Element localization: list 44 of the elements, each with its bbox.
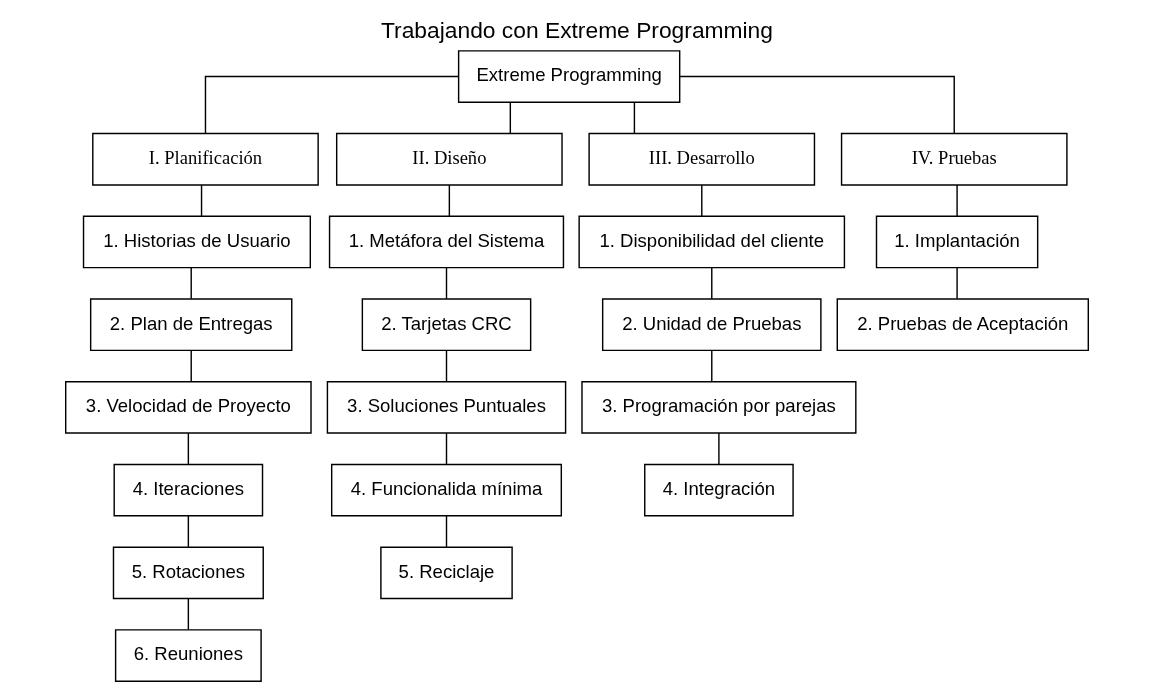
node-box: 1. Disponibilidad del cliente <box>577 215 845 269</box>
connector <box>445 515 447 548</box>
connector <box>955 184 958 217</box>
connector <box>445 432 447 465</box>
connector <box>717 432 720 465</box>
node-box: 1. Historias de Usuario <box>82 215 311 269</box>
diagram-title: Trabajando con Extreme Programming <box>380 16 773 43</box>
connector <box>509 101 511 134</box>
node-box: 4. Funcionalida mínima <box>330 463 562 517</box>
node-box: 2. Tarjetas CRC <box>361 298 531 352</box>
node-box: 5. Reciclaje <box>379 546 513 600</box>
node-box: 5. Rotaciones <box>112 546 264 600</box>
node-box: 3. Velocidad de Proyecto <box>64 381 312 434</box>
connector <box>710 349 712 383</box>
node-box: 1. Metáfora del Sistema <box>328 215 564 269</box>
connector <box>187 432 189 465</box>
connector <box>200 184 202 217</box>
node-box: II. Diseño <box>335 132 563 186</box>
connector <box>633 101 635 134</box>
connector <box>710 266 712 300</box>
node-box: IV. Pruebas <box>840 132 1068 186</box>
node-box: 3. Programación por parejas <box>580 381 857 434</box>
node-box: I. Planificación <box>91 132 319 186</box>
node-box: III. Desarrollo <box>587 132 815 186</box>
connector <box>190 266 192 300</box>
node-box: 2. Unidad de Pruebas <box>601 298 822 352</box>
connector <box>187 515 189 548</box>
connector <box>204 75 459 135</box>
node-box: 6. Reuniones <box>114 629 262 682</box>
node-box: Extreme Programming <box>457 50 680 103</box>
node-box: 2. Pruebas de Aceptación <box>836 298 1089 352</box>
node-box: 4. Integración <box>643 463 794 517</box>
connector <box>187 597 189 631</box>
connector <box>445 349 447 383</box>
connector <box>678 75 955 135</box>
connector <box>190 349 192 383</box>
connector <box>700 184 702 217</box>
node-box: 4. Iteraciones <box>113 463 263 517</box>
node-box: 2. Plan de Entregas <box>89 298 292 352</box>
node-box: 1. Implantación <box>875 215 1038 269</box>
connector <box>448 184 450 217</box>
connector <box>445 266 447 300</box>
node-box: 3. Soluciones Puntuales <box>326 381 566 434</box>
connector <box>955 266 958 300</box>
